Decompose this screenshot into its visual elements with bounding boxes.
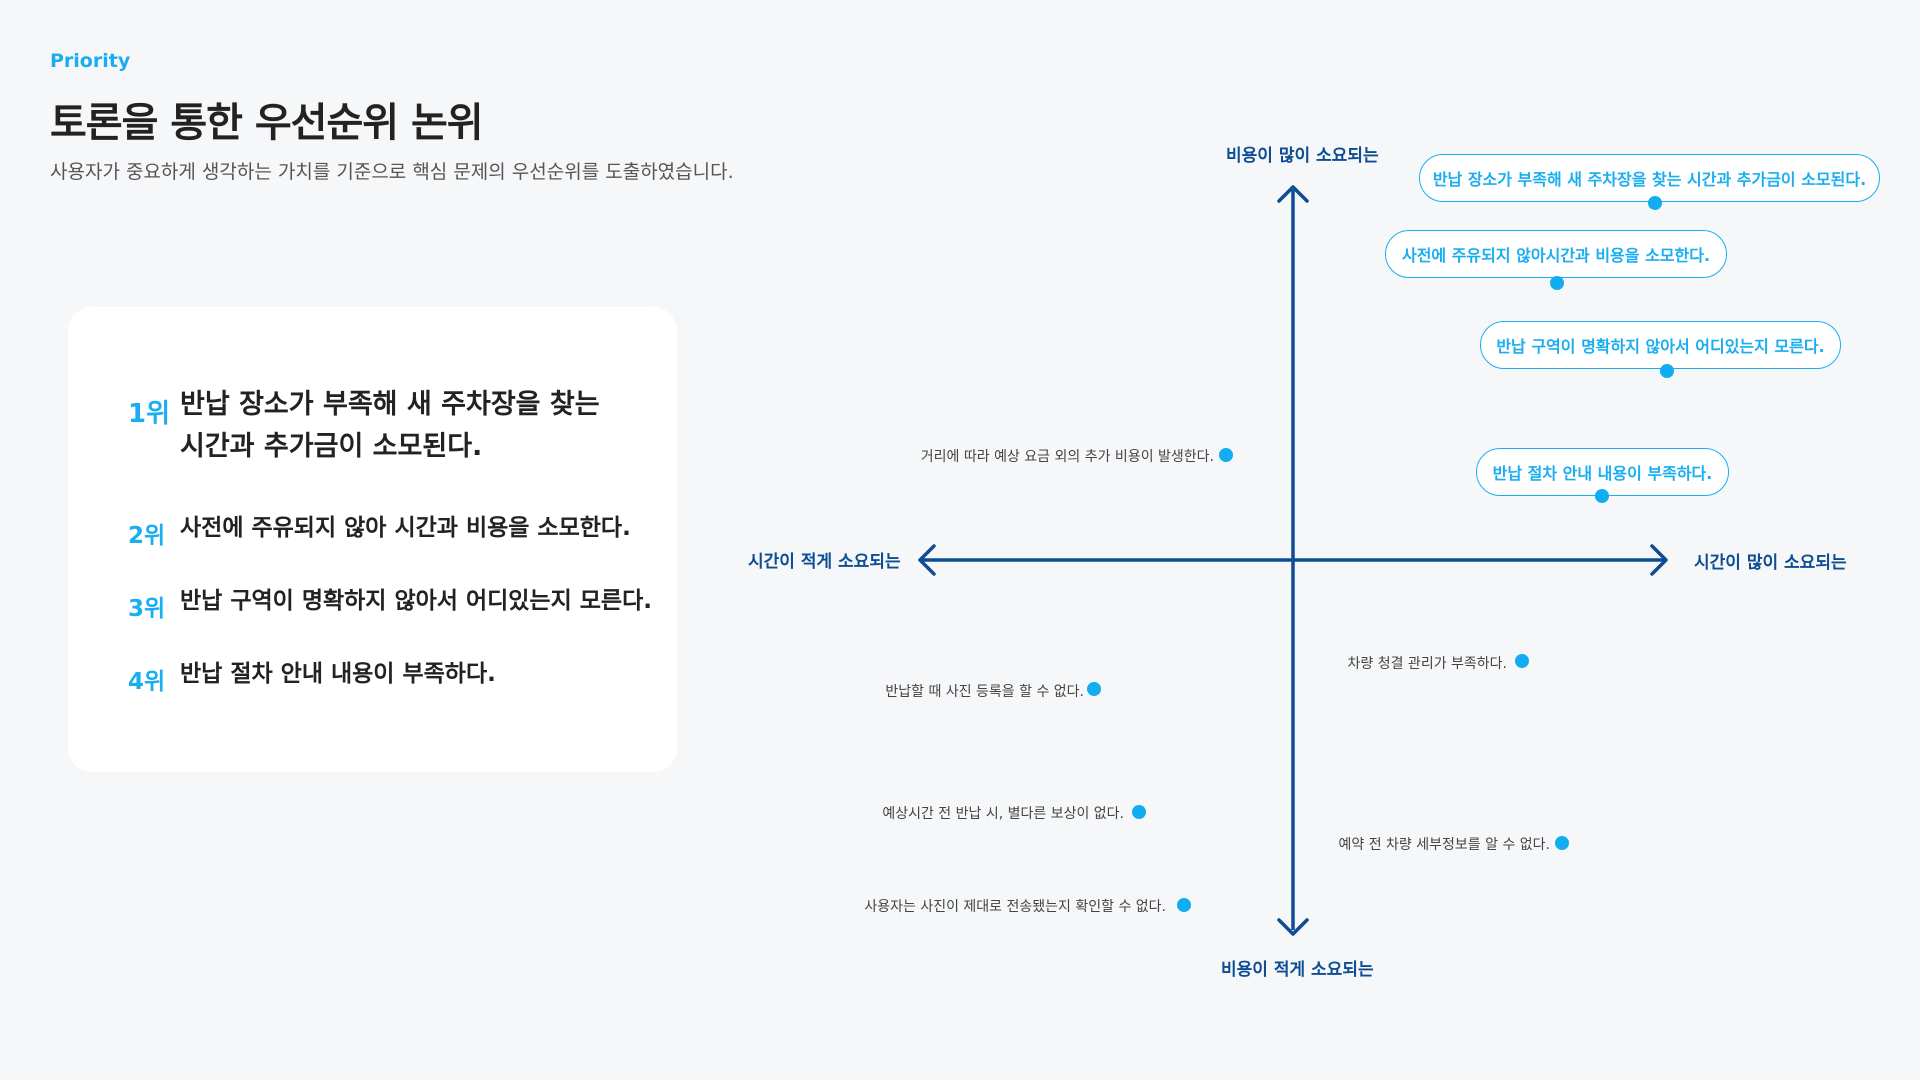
rank-text: 사전에 주유되지 않아 시간과 비용을 소모한다. (180, 515, 631, 541)
highlight-dot-1 (1648, 196, 1662, 210)
rank-text-line: 반납 장소가 부족해 새 주차장을 찾는 (180, 389, 600, 420)
issue-label-5: 예약 전 차량 세부정보를 알 수 없다. (1338, 837, 1550, 853)
rank-number: 2위 (128, 523, 166, 549)
arrow-left-icon (918, 544, 936, 576)
ranking-card: 1위 반납 장소가 부족해 새 주차장을 찾는 시간과 추가금이 소모된다. 2… (68, 307, 677, 772)
page-title: 토론을 통한 우선순위 논위 (50, 100, 484, 146)
rank-text: 반납 절차 안내 내용이 부족하다. (180, 661, 496, 687)
rank-number: 1위 (128, 399, 171, 429)
issue-label-6: 사용자는 사진이 제대로 전송됐는지 확인할 수 없다. (864, 899, 1166, 915)
rank-text-line: 시간과 추가금이 소모된다. (180, 431, 483, 462)
issue-label-1: 거리에 따라 예상 요금 외의 추가 비용이 발생한다. (920, 449, 1214, 465)
axis-label-right: 시간이 많이 소요되는 (1694, 553, 1847, 573)
highlight-bubble-3: 반납 구역이 명확하지 않아서 어디있는지 모른다. (1480, 321, 1841, 369)
highlight-dot-4 (1595, 489, 1609, 503)
highlight-dot-3 (1660, 364, 1674, 378)
axis-label-top: 비용이 많이 소요되는 (1226, 146, 1379, 166)
issue-dot-6 (1177, 898, 1191, 912)
highlight-bubble-1: 반납 장소가 부족해 새 주차장을 찾는 시간과 추가금이 소모된다. (1419, 154, 1880, 202)
issue-dot-4 (1132, 805, 1146, 819)
rank-text: 반납 장소가 부족해 새 주차장을 찾는 시간과 추가금이 소모된다. (180, 384, 600, 468)
eyebrow-label: Priority (50, 50, 131, 72)
issue-label-2: 차량 청결 관리가 부족하다. (1347, 656, 1507, 672)
page-subtitle: 사용자가 중요하게 생각하는 가치를 기준으로 핵심 문제의 우선순위를 도출하… (50, 161, 734, 183)
axis-label-bottom: 비용이 적게 소요되는 (1221, 960, 1374, 980)
axis-label-left: 시간이 적게 소요되는 (748, 552, 901, 572)
rank-item-4: 4위 반납 절차 안내 내용이 부족하다. (128, 661, 496, 696)
arrow-down-icon (1277, 918, 1309, 936)
arrow-right-icon (1650, 544, 1668, 576)
rank-number: 4위 (128, 669, 166, 695)
issue-label-4: 예상시간 전 반납 시, 별다른 보상이 없다. (882, 806, 1124, 822)
issue-dot-5 (1555, 836, 1569, 850)
issue-label-3: 반납할 때 사진 등록을 할 수 없다. (885, 684, 1084, 700)
issue-dot-2 (1515, 654, 1529, 668)
rank-text: 반납 구역이 명확하지 않아서 어디있는지 모른다. (180, 588, 652, 614)
arrow-up-icon (1277, 185, 1309, 203)
rank-number: 3위 (128, 596, 166, 622)
issue-dot-1 (1219, 448, 1233, 462)
rank-item-3: 3위 반납 구역이 명확하지 않아서 어디있는지 모른다. (128, 588, 652, 623)
rank-item-1: 1위 반납 장소가 부족해 새 주차장을 찾는 시간과 추가금이 소모된다. (128, 389, 600, 468)
highlight-dot-2 (1550, 276, 1564, 290)
issue-dot-3 (1087, 682, 1101, 696)
rank-item-2: 2위 사전에 주유되지 않아 시간과 비용을 소모한다. (128, 515, 631, 550)
highlight-bubble-2: 사전에 주유되지 않아시간과 비용을 소모한다. (1385, 230, 1727, 278)
